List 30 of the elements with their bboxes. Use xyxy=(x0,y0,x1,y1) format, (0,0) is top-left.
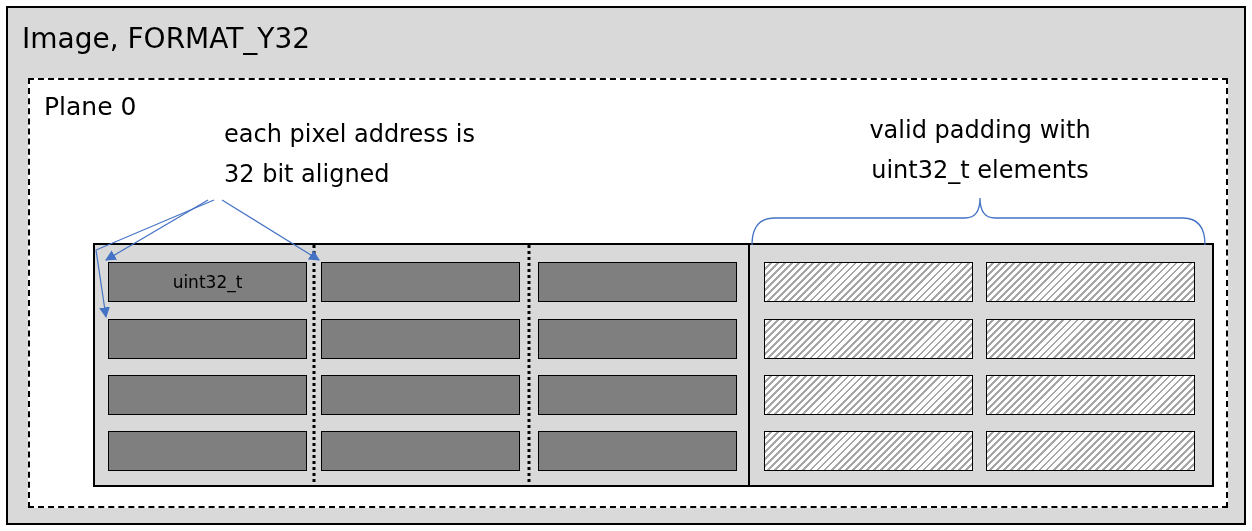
pixel-cell xyxy=(321,431,520,471)
pixel-cell: uint32_t xyxy=(108,262,307,302)
pixel-cell xyxy=(108,431,307,471)
pixel-cell xyxy=(538,431,737,471)
pixel-cell xyxy=(538,319,737,359)
region-title: Plane 0 xyxy=(44,92,137,121)
image-frame xyxy=(6,6,1246,525)
padding-cell xyxy=(764,375,973,415)
padding-cell xyxy=(986,375,1195,415)
padding-cell xyxy=(986,431,1195,471)
pixel-cell xyxy=(108,319,307,359)
padding-cell xyxy=(764,262,973,302)
arrow xyxy=(95,199,215,319)
pixel-cell xyxy=(321,319,520,359)
annotation-text: each pixel address is 32 bit aligned xyxy=(200,114,490,200)
pixel-cell xyxy=(108,375,307,415)
padding-cell xyxy=(986,262,1195,302)
frame-title: Image, FORMAT_Y32 xyxy=(22,22,311,55)
pixel-cell xyxy=(321,262,520,302)
buffer-box xyxy=(93,243,1214,487)
pixel-cell xyxy=(538,375,737,415)
annotation-text: valid padding with uint32_t elements xyxy=(868,115,1092,186)
arrow xyxy=(105,199,209,261)
pixel-cell xyxy=(538,262,737,302)
arrow xyxy=(221,199,320,261)
plane-region xyxy=(28,78,1228,508)
padding-cell xyxy=(764,319,973,359)
padding-cell xyxy=(986,319,1195,359)
padding-cell xyxy=(764,431,973,471)
pixel-cell xyxy=(321,375,520,415)
